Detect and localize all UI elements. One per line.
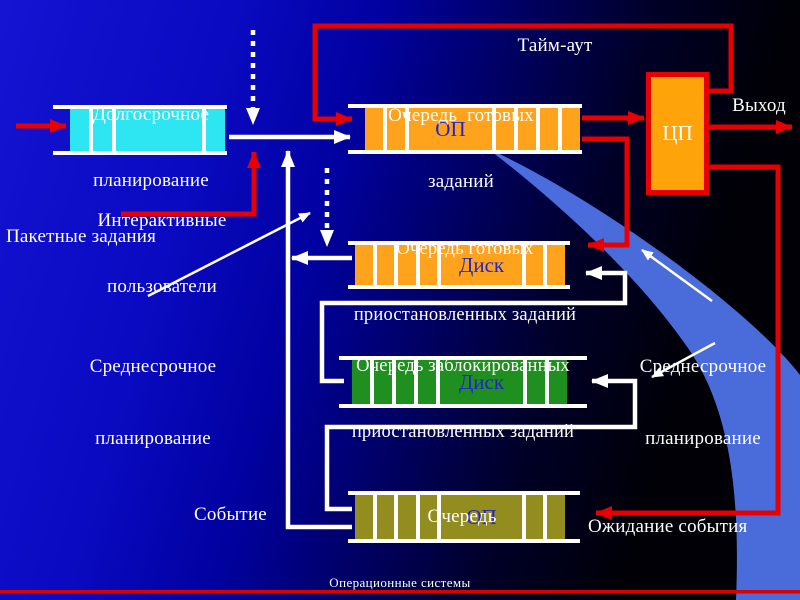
queue-rail — [53, 105, 227, 109]
label-line: Очередь готовых — [396, 239, 534, 259]
label-line: Долгосрочное — [92, 104, 210, 125]
label-medium-term-right: Среднесрочное планирование — [613, 307, 793, 499]
queue-storage-label — [115, 109, 203, 151]
queue-rail — [348, 150, 582, 154]
queue-cell — [70, 109, 89, 151]
label-line: Очередь — [427, 506, 497, 527]
queue-rail — [348, 241, 570, 245]
queue-cell — [561, 108, 580, 150]
cpu-box: ЦП — [646, 72, 709, 195]
label-timeout: Тайм-аут — [517, 35, 593, 56]
label-line: заданий — [428, 171, 494, 192]
label-line: планирование — [95, 428, 211, 449]
label-exit: Выход — [732, 95, 786, 116]
label-batch-jobs: Пакетные задания — [6, 226, 157, 247]
label-line: Среднесрочное — [89, 356, 217, 377]
label-blocked-queue: Очередь заблокированных заданий — [336, 437, 588, 600]
queue-cell — [206, 109, 225, 151]
bottom-border-line — [0, 590, 800, 594]
queue-cell — [92, 109, 112, 151]
label-line: планирование — [645, 428, 761, 449]
slide-footer: Операционные системы — [329, 575, 471, 590]
label-event: Событие — [194, 504, 267, 525]
label-line: пользователи — [107, 276, 217, 297]
label-line: Среднесрочное — [639, 356, 767, 377]
label-line: Очередь готовых — [388, 105, 534, 126]
queue-cells — [70, 109, 225, 151]
label-line: Очередь заблокированных — [356, 356, 570, 376]
queue-rail — [348, 539, 580, 543]
label-wait-event: Ожидание события — [588, 516, 748, 537]
cpu-label: ЦП — [662, 121, 693, 145]
label-medium-term-left: Среднесрочное планирование — [63, 307, 243, 499]
